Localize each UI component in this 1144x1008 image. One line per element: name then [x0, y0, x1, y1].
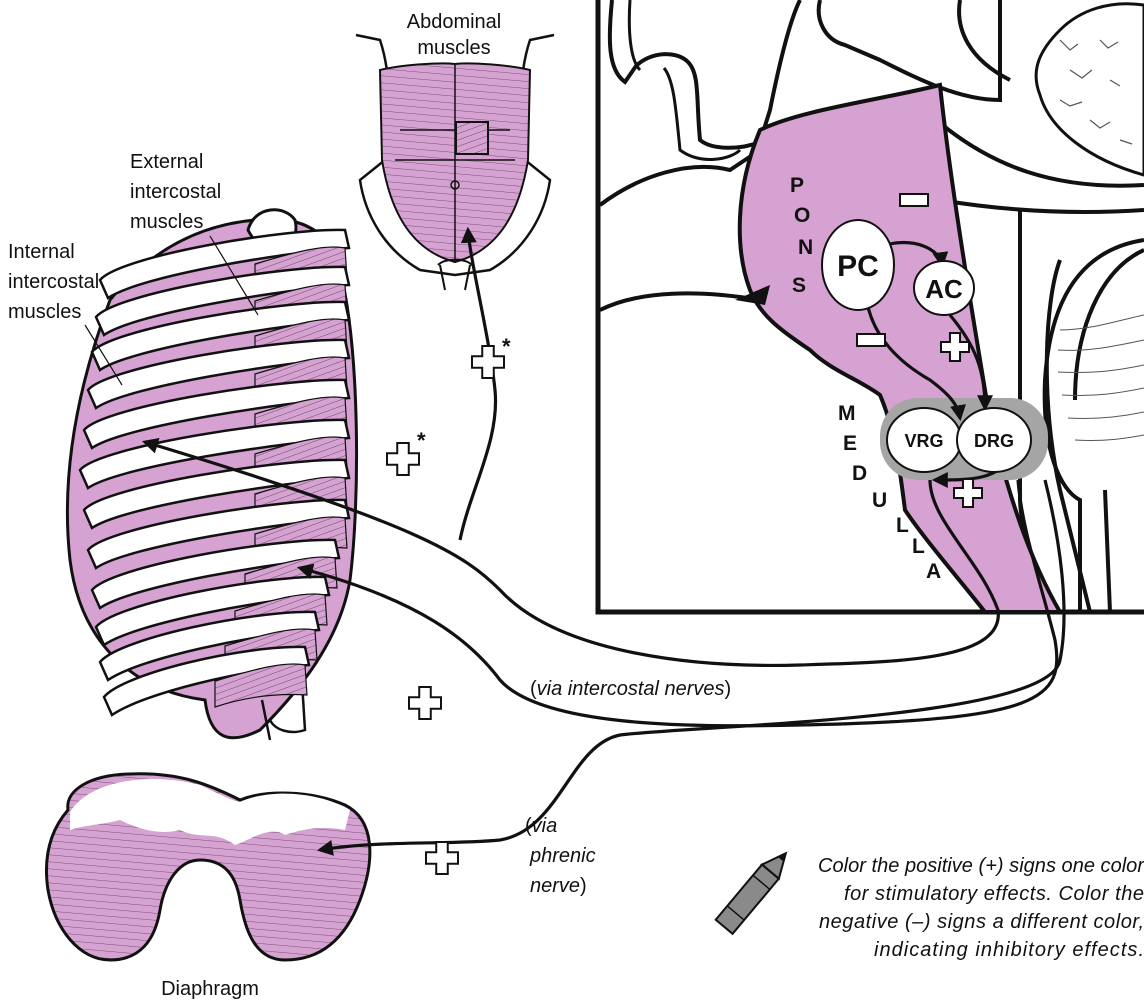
internal-label-line1: Internal [8, 241, 75, 263]
instruction-line1: Color the positive (+) signs one color [818, 855, 1144, 877]
plus-sign-external [387, 443, 419, 475]
medulla-letter-e: E [843, 432, 857, 455]
medulla-letter-l1: L [896, 514, 909, 537]
cerebellum [1036, 4, 1144, 175]
pons-letter-s: S [792, 274, 806, 297]
internal-label-line3: muscles [8, 301, 81, 323]
abdominal-label-line2: muscles [417, 37, 490, 59]
nerve-to-abdominal [460, 230, 496, 540]
minus-sign-pc-vrg [857, 334, 885, 346]
external-label-line1: External [130, 151, 203, 173]
instruction-line2: for stimulatory effects. Color the [844, 883, 1144, 905]
vrg-node: VRG [887, 408, 961, 472]
pons-letter-p: P [790, 174, 804, 197]
pons-letter-o: O [794, 204, 810, 227]
brain-outline-right [819, 0, 1010, 100]
via-phrenic-line1: (via [525, 815, 557, 837]
diaphragm-label: Diaphragm [161, 978, 259, 1000]
abdominal-muscles-figure [356, 35, 554, 290]
plus-sign-diaphragm [426, 842, 458, 874]
medulla-letter-l2: L [912, 535, 925, 558]
medulla-letter-m: M [838, 402, 856, 425]
pc-node: PC [822, 220, 894, 310]
brain-outline-mid [600, 150, 760, 310]
plus-sign-internal [409, 687, 441, 719]
instruction-line4: indicating inhibitory effects. [874, 939, 1144, 961]
pons-letter-n: N [798, 236, 813, 259]
vrg-label: VRG [904, 431, 943, 451]
via-phrenic-line3: nerve) [530, 875, 587, 897]
brain-outline-fold [629, 0, 740, 159]
pc-label: PC [837, 250, 879, 283]
asterisk-abdominal: * [502, 334, 511, 359]
drg-node: DRG [957, 408, 1031, 472]
minus-sign-pc-ac [900, 194, 928, 206]
medulla-letter-u: U [872, 489, 887, 512]
external-label-line3: muscles [130, 211, 203, 233]
rib-cage-figure [67, 210, 356, 740]
drg-label: DRG [974, 431, 1014, 451]
crayon-icon [716, 846, 795, 934]
abdomen-window [456, 122, 488, 154]
medulla-letter-a: A [926, 560, 941, 583]
ac-label: AC [925, 274, 963, 304]
via-phrenic-line2: phrenic [529, 845, 596, 867]
instruction-line3: negative (–) signs a different color, [819, 911, 1144, 933]
asterisk-external: * [417, 428, 426, 453]
abdominal-label-line1: Abdominal [407, 11, 502, 33]
instructions: Color the positive (+) signs one color f… [818, 855, 1144, 961]
medulla-letter-d: D [852, 462, 867, 485]
ac-node: AC [914, 261, 974, 315]
via-intercostal-label: (via intercostal nerves) [530, 678, 731, 700]
external-label-line2: intercostal [130, 181, 221, 203]
plus-sign-abdominal [472, 346, 504, 378]
right-lobe-lines [1058, 315, 1144, 441]
diaphragm-figure [46, 774, 369, 960]
internal-label-line2: intercostal [8, 271, 99, 293]
